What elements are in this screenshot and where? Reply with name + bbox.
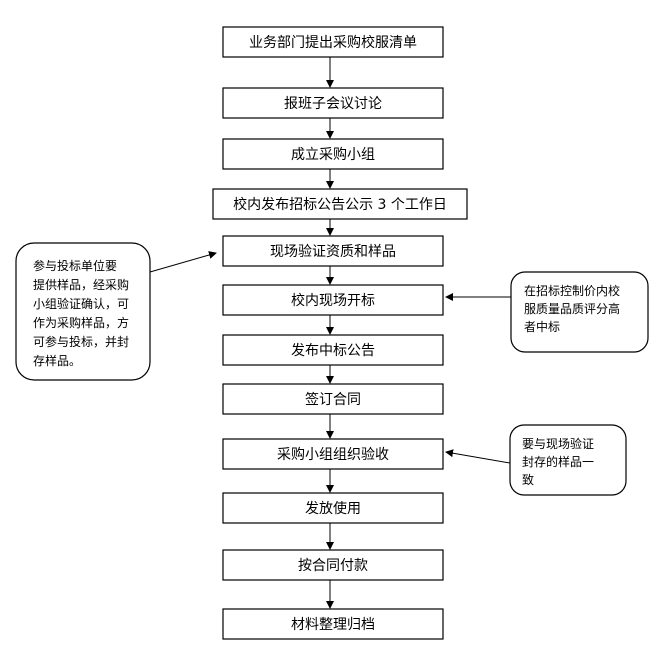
flow-step-box — [222, 334, 444, 366]
flow-step-label: 报班子会议讨论 — [284, 96, 382, 112]
flow-step-label: 发放使用 — [305, 500, 361, 517]
note-line: 致 — [522, 473, 534, 487]
flow-step-11: 按合同付款 — [222, 549, 444, 581]
flow-step-4: 校内发布招标公告公示 3 个工作日 — [212, 188, 468, 220]
flow-step-label: 成立采购小组 — [291, 147, 375, 163]
flow-step-box — [222, 138, 444, 170]
note-line: 在招标控制价内校 — [524, 283, 620, 298]
flow-step-box — [222, 608, 444, 640]
flow-step-box — [222, 26, 444, 58]
flow-step-label: 签订合同 — [305, 391, 361, 408]
flow-step-box — [212, 188, 468, 220]
flow-step-label: 校内发布招标公告公示 3 个工作日 — [233, 196, 447, 213]
note-sample-requirement: 参与投标单位要提供样品，经采购小组验证确认，可作为采购样品，方可参与投标，并封存… — [15, 242, 217, 381]
flow-step-5: 现场验证资质和样品 — [222, 235, 444, 267]
flow-step-label: 业务部门提出采购校服清单 — [249, 34, 417, 51]
note-line: 者中标 — [524, 319, 560, 334]
note-arrow — [445, 449, 511, 464]
flow-step-box — [222, 383, 444, 415]
flow-step-label: 校内现场开标 — [291, 292, 375, 309]
note-line: 服质量品质评分高 — [524, 301, 620, 316]
flow-step-box — [222, 235, 444, 267]
flow-step-box — [222, 284, 444, 316]
note-line: 参与投标单位要 — [33, 258, 117, 273]
flow-step-12: 材料整理归档 — [222, 608, 444, 640]
flow-step-box — [222, 87, 444, 119]
note-line: 存样品。 — [33, 353, 81, 368]
note-line: 封存的样品一 — [522, 454, 594, 469]
note-line: 要与现场验证 — [522, 436, 594, 451]
flow-step-label: 按合同付款 — [298, 558, 368, 574]
flow-step-2: 报班子会议讨论 — [222, 87, 444, 119]
note-line: 小组验证确认，可 — [33, 296, 129, 311]
note-line: 提供样品，经采购 — [33, 277, 129, 292]
flow-step-9: 采购小组组织验收 — [222, 438, 444, 470]
flow-step-6: 校内现场开标 — [222, 284, 444, 316]
note-arrow — [149, 251, 217, 273]
note-box — [509, 424, 627, 496]
flow-step-box — [222, 492, 444, 524]
flow-step-box — [222, 549, 444, 581]
flow-step-label: 发布中标公告 — [291, 343, 375, 359]
flow-step-label: 材料整理归档 — [291, 616, 375, 633]
flow-step-label: 现场验证资质和样品 — [270, 244, 396, 260]
flow-step-1: 业务部门提出采购校服清单 — [222, 26, 444, 58]
note-box — [510, 271, 649, 353]
flow-step-7: 发布中标公告 — [222, 334, 444, 366]
flow-step-box — [222, 438, 444, 470]
note-line: 可参与投标，并封 — [33, 334, 129, 349]
flow-step-3: 成立采购小组 — [222, 138, 444, 170]
flow-step-10: 发放使用 — [222, 492, 444, 524]
flow-step-label: 采购小组组织验收 — [277, 447, 389, 463]
note-box — [15, 242, 151, 381]
flow-step-8: 签订合同 — [222, 383, 444, 415]
note-line: 作为采购样品，方 — [33, 315, 129, 330]
flow-notes: 参与投标单位要提供样品，经采购小组验证确认，可作为采购样品，方可参与投标，并封存… — [15, 242, 649, 496]
